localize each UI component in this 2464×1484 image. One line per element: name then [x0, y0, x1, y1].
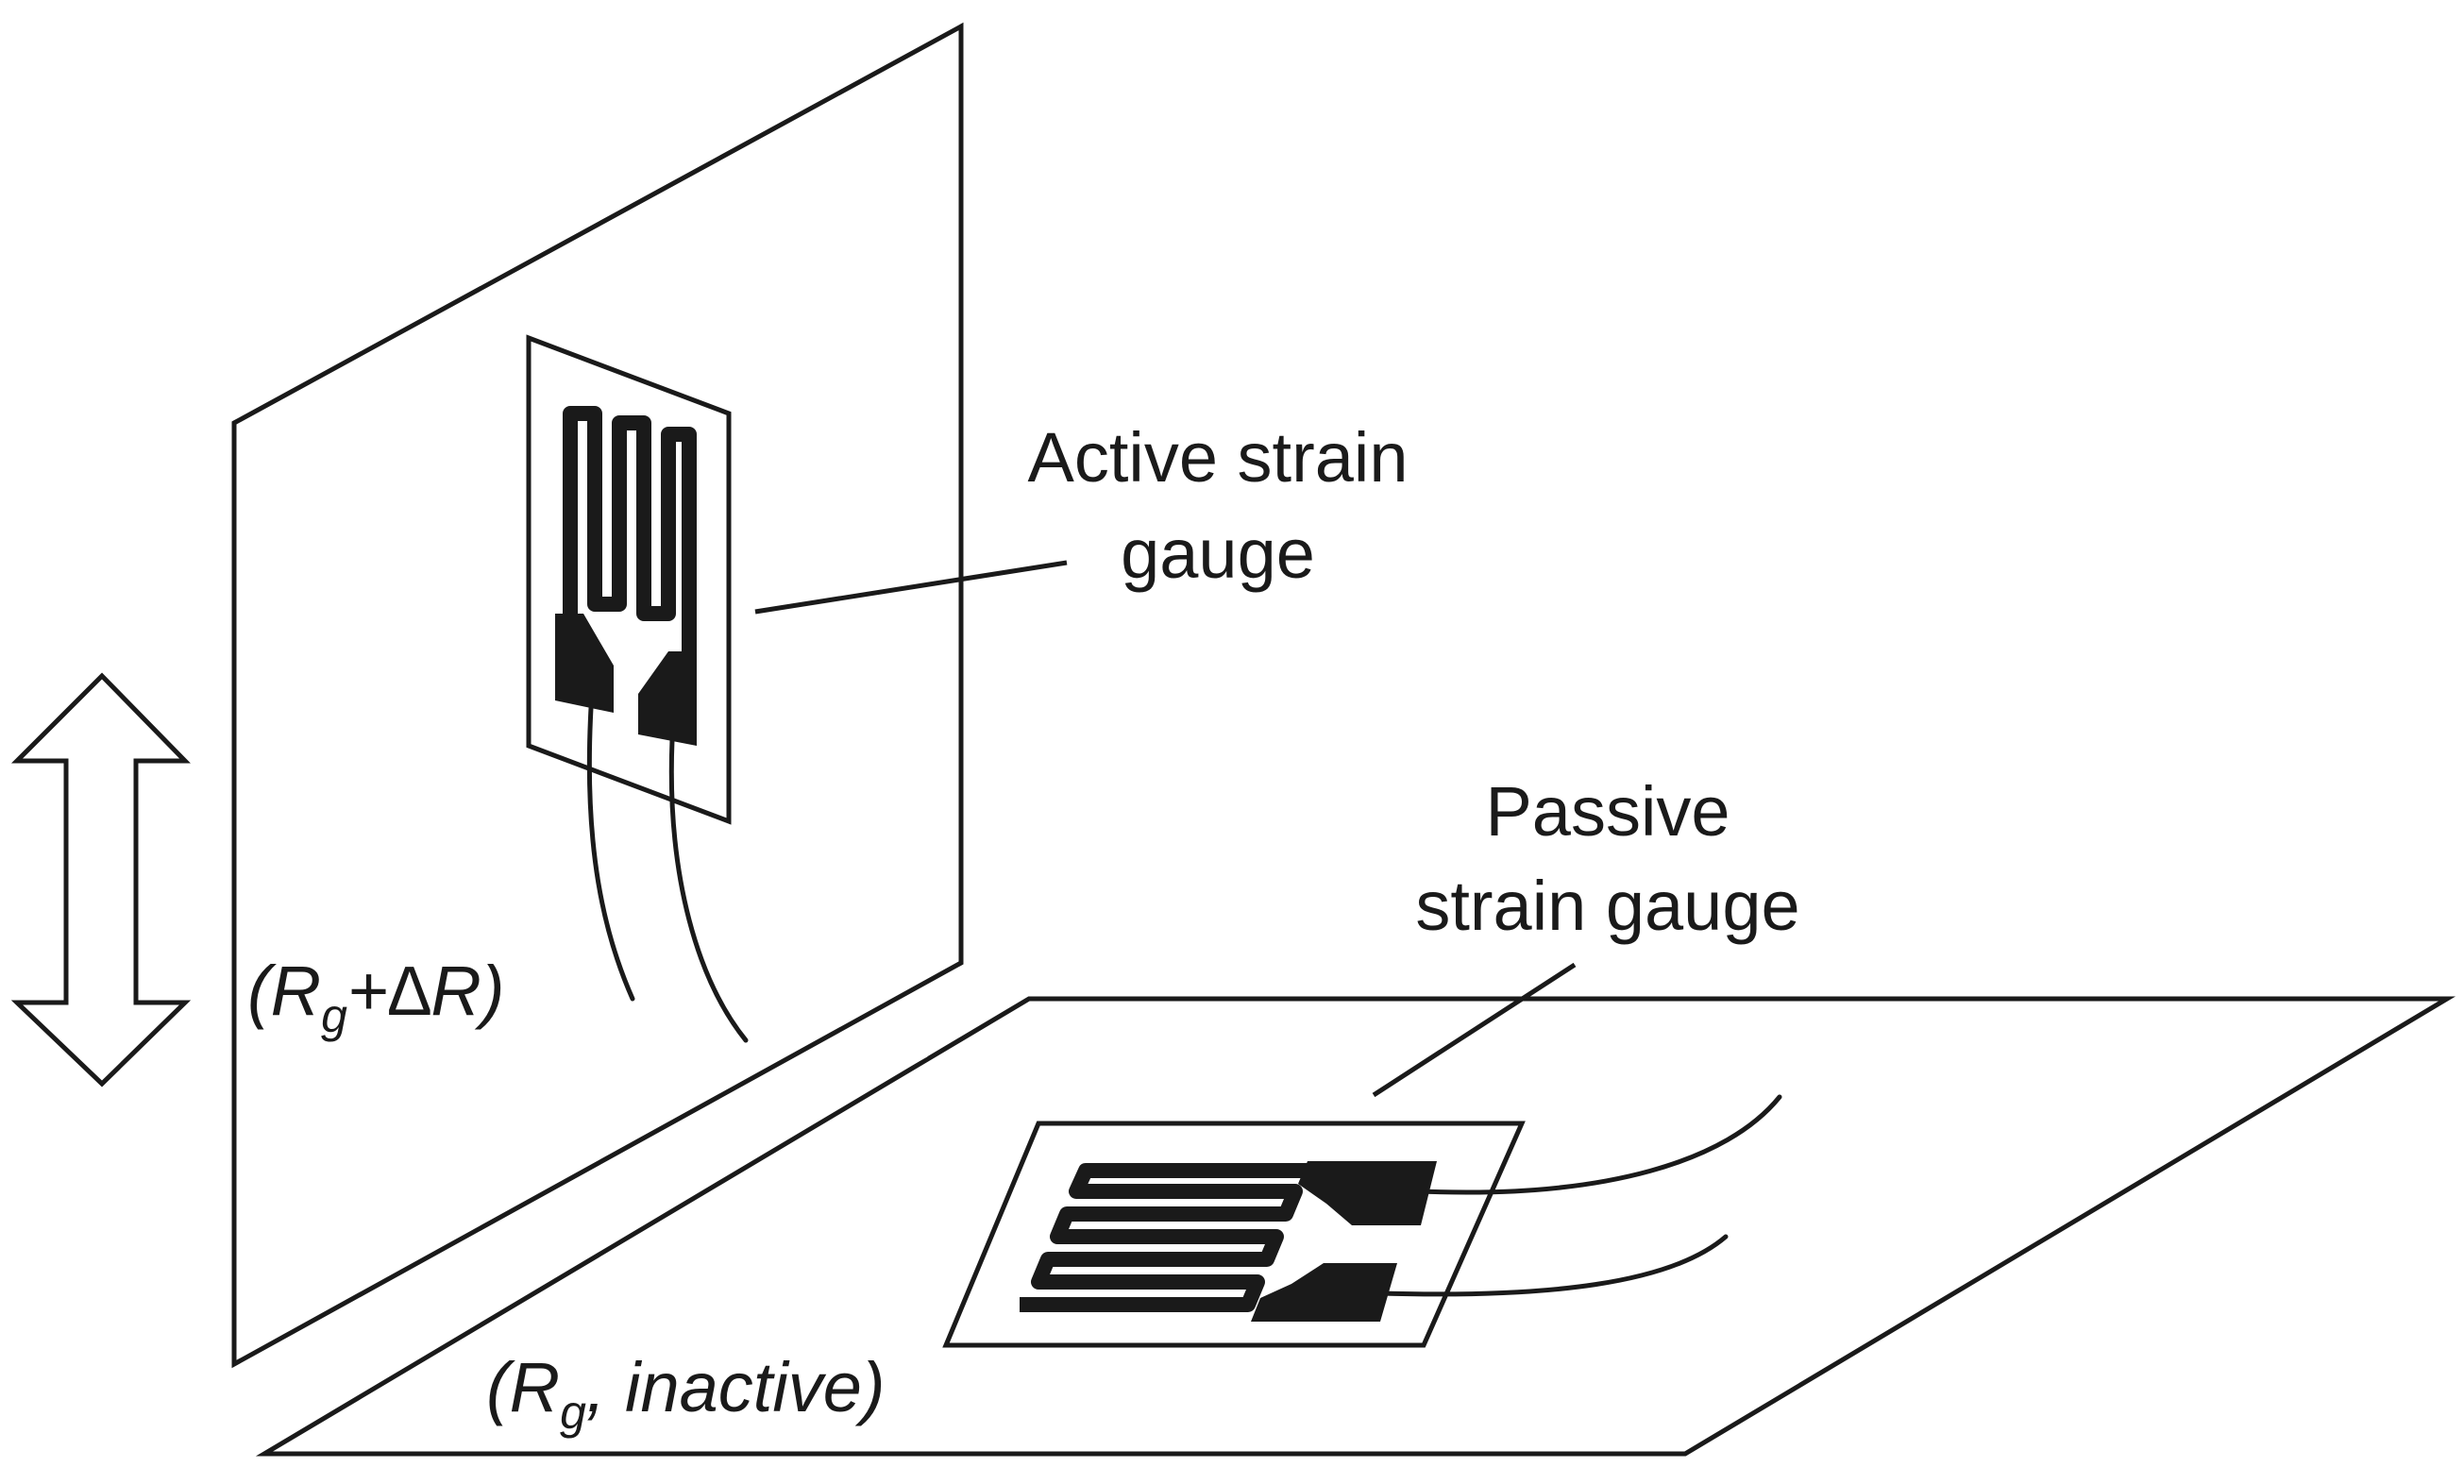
double-vertical-arrow-icon: [10, 672, 192, 1088]
passive-label-line2: strain gauge: [1415, 867, 1799, 945]
passive-resistance-open: (R: [486, 1348, 560, 1426]
active-gauge-wire-right: [668, 737, 749, 1043]
active-gauge-grid: [563, 406, 697, 666]
active-resistance-label: (Rg+∆R): [247, 952, 504, 1042]
passive-strain-gauge: [942, 1094, 1782, 1348]
active-strain-gauge: [526, 334, 749, 1043]
active-gauge-left-pad: [555, 614, 614, 713]
passive-gauge-bottom-pad: [1251, 1263, 1397, 1322]
passive-gauge-wire-top: [1418, 1094, 1782, 1195]
passive-label-line1: Passive: [1485, 772, 1730, 851]
active-gauge-wire-left: [586, 705, 635, 1002]
active-label-line2: gauge: [1121, 514, 1315, 593]
passive-resistance-label: (Rg, inactive): [486, 1348, 886, 1439]
active-resistance-open: (R: [247, 952, 321, 1030]
passive-gauge-wire-bottom: [1377, 1234, 1729, 1297]
passive-resistance-close: , inactive): [586, 1348, 886, 1426]
passive-gauge-leader: [1372, 962, 1577, 1098]
active-resistance-close: +∆R): [347, 952, 505, 1030]
plate-junction-gap: [905, 1048, 928, 1067]
active-gauge-leader: [754, 560, 1068, 615]
passive-gauge-top-pad: [1298, 1161, 1437, 1225]
passive-resistance-subscript: g: [560, 1386, 586, 1439]
active-label-line1: Active strain: [1027, 418, 1408, 497]
passive-gauge-grid: [1020, 1163, 1374, 1312]
active-resistance-subscript: g: [321, 989, 347, 1042]
active-gauge-backing: [526, 334, 732, 825]
active-gauge-right-pad: [638, 651, 697, 746]
